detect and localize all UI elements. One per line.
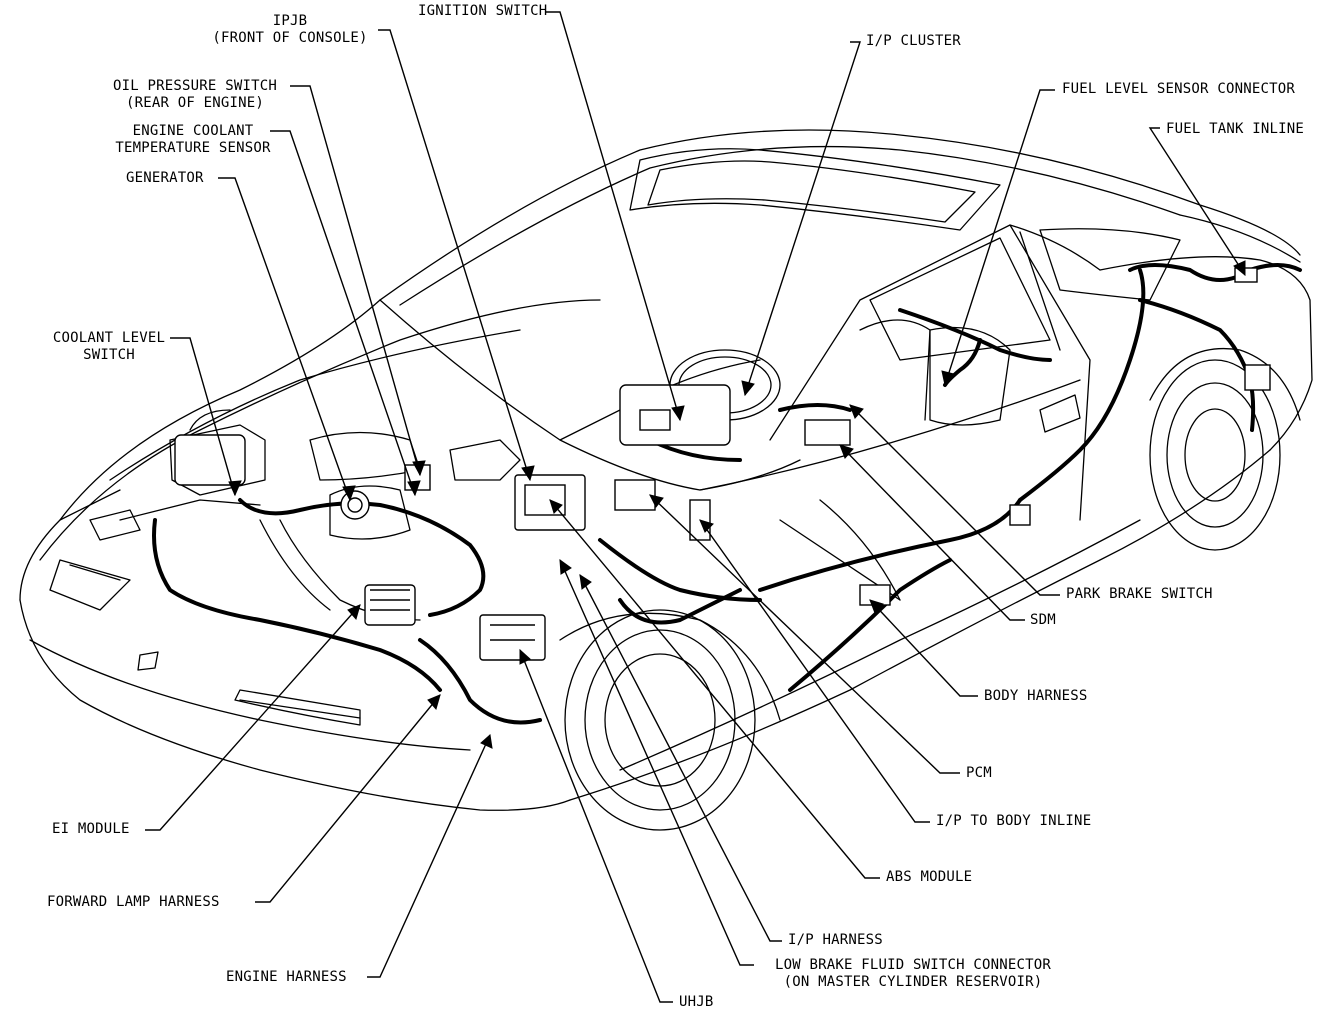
sdm-shape [614,479,656,511]
label-ipjb: IPJB (FRONT OF CONSOLE) [200,13,380,47]
label-low-brake-fluid-switch-connector: LOW BRAKE FLUID SWITCH CONNECTOR (ON MAS… [758,957,1068,991]
wiring-harness-runs [152,263,1302,725]
label-engine-harness: ENGINE HARNESS [226,969,347,985]
label-pcm: PCM [966,765,992,781]
leader-lines [145,11,1246,1003]
label-park-brake-switch: PARK BRAKE SWITCH [1066,586,1213,602]
label-ipjb-line1: IPJB [272,13,308,29]
label-low-brake-line2: (ON MASTER CYLINDER RESERVOIR) [783,974,1043,990]
label-ect-line1: ENGINE COOLANT [132,123,254,139]
label-uhjb: UHJB [679,994,714,1010]
label-coolant-level-switch: COOLANT LEVEL SWITCH [46,330,172,364]
uhjb-shape [479,614,546,661]
label-fuel-tank-inline: FUEL TANK INLINE [1166,121,1305,137]
label-ignition-switch: IGNITION SWITCH [418,3,548,19]
label-ip-cluster: I/P CLUSTER [866,33,961,49]
label-ip-harness: I/P HARNESS [788,932,883,948]
label-body-harness: BODY HARNESS [984,688,1088,704]
label-abs-module: ABS MODULE [886,869,973,885]
label-ei-module: EI MODULE [52,821,130,837]
car-body-outline [19,129,1313,831]
pcm-shape [804,419,851,446]
label-oil-pressure-switch: OIL PRESSURE SWITCH (REAR OF ENGINE) [100,78,290,112]
label-oil-pressure-line1: OIL PRESSURE SWITCH [113,78,277,94]
label-generator: GENERATOR [126,170,204,186]
label-sdm: SDM [1030,612,1056,628]
fuel-connector-shape [1244,364,1271,391]
label-ipjb-line2: (FRONT OF CONSOLE) [212,30,368,46]
label-coolant-level-line2: SWITCH [83,347,135,363]
ip-cluster-shape [619,384,731,446]
component-shapes [174,267,1271,661]
label-fuel-level-sensor-connector: FUEL LEVEL SENSOR CONNECTOR [1062,81,1295,97]
label-forward-lamp-harness: FORWARD LAMP HARNESS [47,894,220,910]
coolant-tank-shape [174,434,246,486]
label-oil-pressure-line2: (REAR OF ENGINE) [125,95,265,111]
ei-module-shape [364,584,416,626]
label-ip-to-body-inline: I/P TO BODY INLINE [936,813,1092,829]
label-ect-line2: TEMPERATURE SENSOR [115,140,271,156]
label-low-brake-line1: LOW BRAKE FLUID SWITCH CONNECTOR [774,957,1052,973]
label-engine-coolant-temperature-sensor: ENGINE COOLANT TEMPERATURE SENSOR [112,123,274,157]
leader-arrowheads [228,260,1246,749]
label-coolant-level-line1: COOLANT LEVEL [52,330,166,346]
